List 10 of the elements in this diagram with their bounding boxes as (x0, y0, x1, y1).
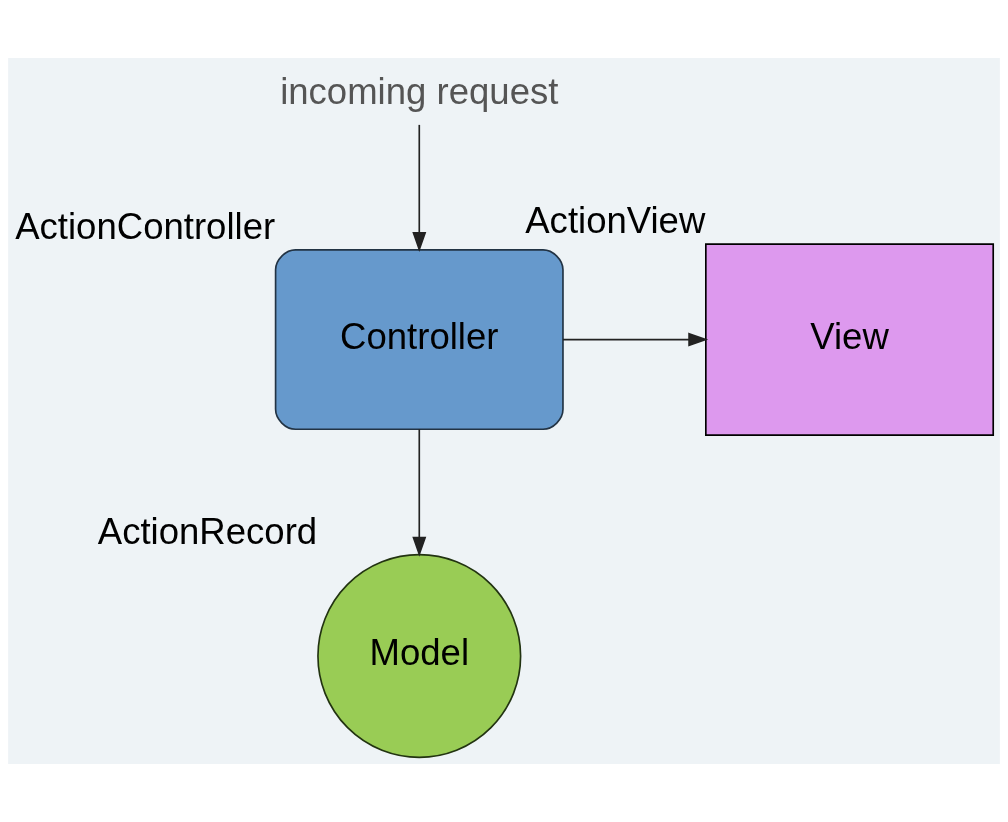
arrow (562, 332, 709, 347)
node-label: ActionRecord (97, 511, 318, 553)
node-label: ActionController (15, 206, 276, 248)
node-label: ActionView (525, 200, 706, 242)
node-box: View (705, 243, 995, 436)
node-text: incoming request (280, 70, 559, 112)
arrow (412, 428, 427, 557)
arrow (412, 124, 427, 253)
node-box: Controller (274, 249, 564, 431)
node-circle: Model (317, 553, 522, 759)
